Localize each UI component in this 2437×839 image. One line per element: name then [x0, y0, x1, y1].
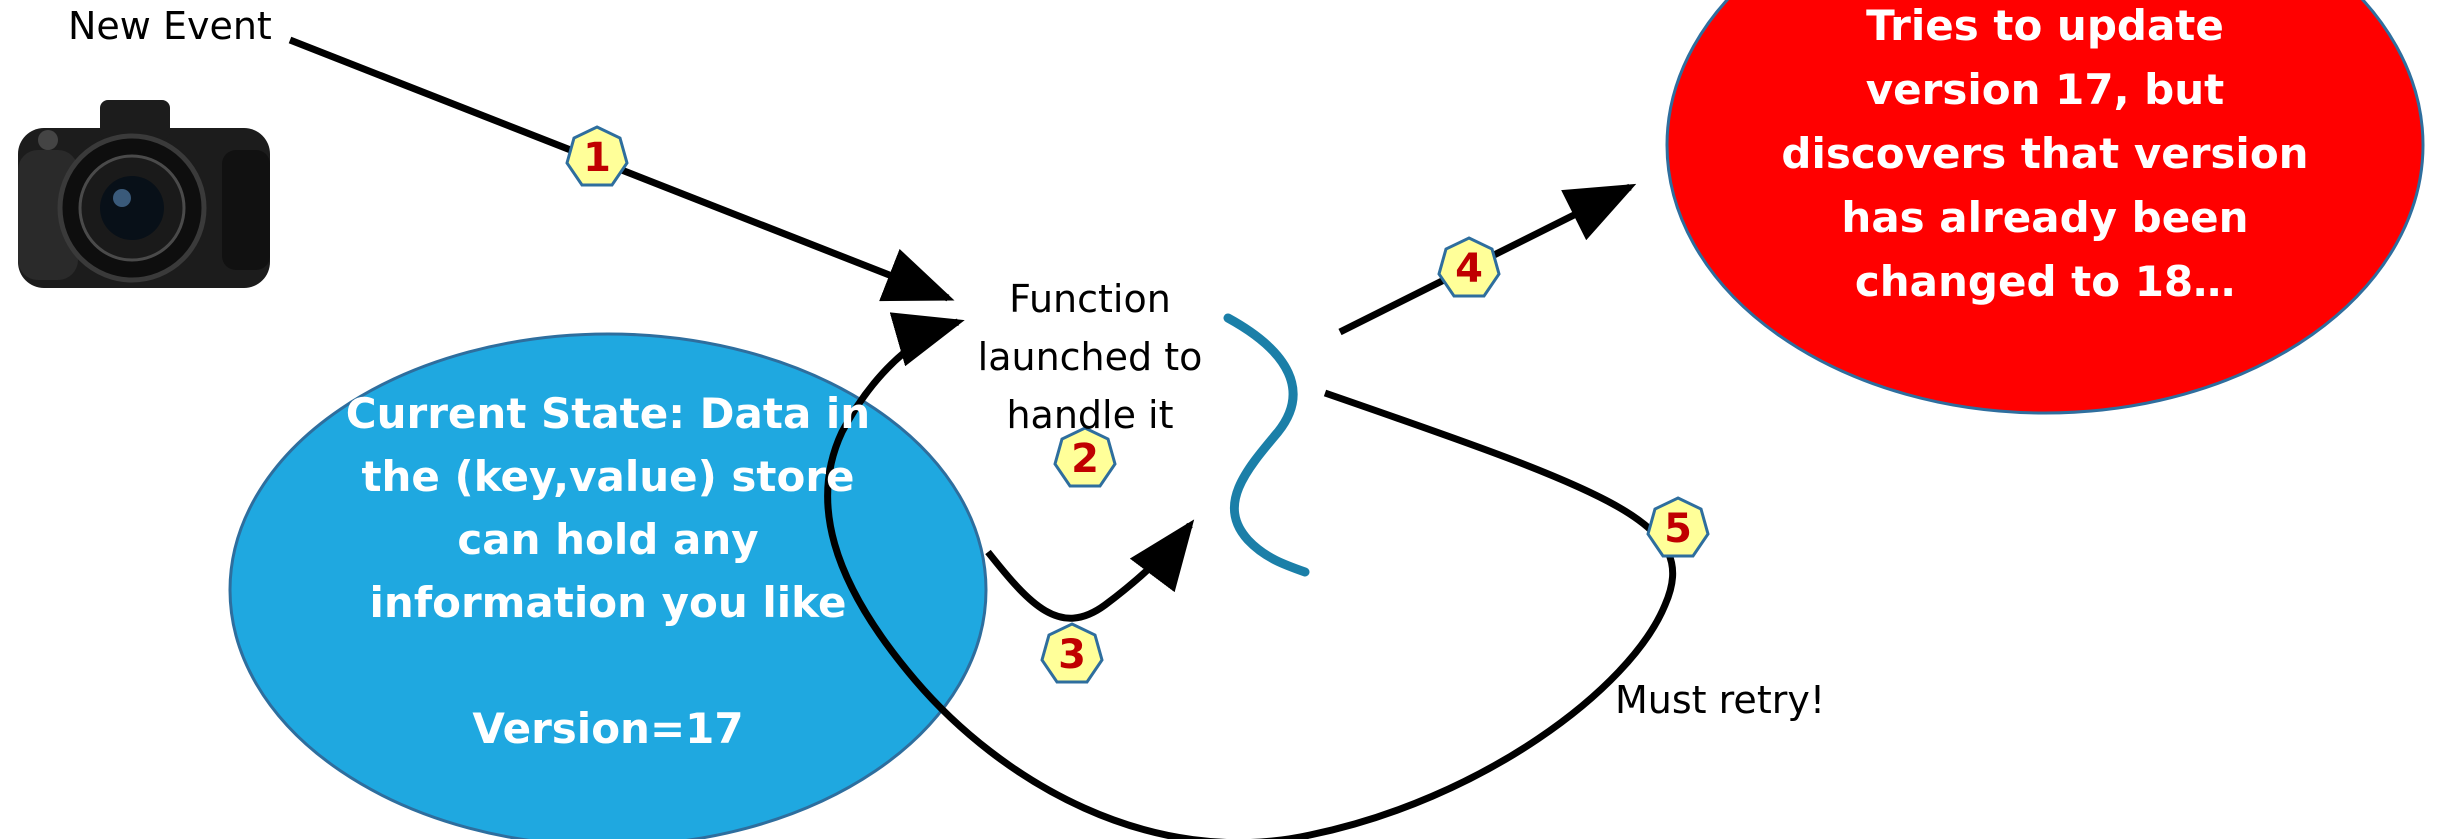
- step-number-1: 1: [583, 135, 611, 181]
- function-line-1: Function: [1009, 277, 1171, 321]
- conflict-ellipse: [1665, 0, 2425, 415]
- step-number-2: 2: [1071, 436, 1099, 482]
- state-line-5: [330, 634, 886, 697]
- new-event-label: New Event: [68, 4, 272, 48]
- conflict-line-3: discovers that version: [1781, 129, 2309, 178]
- state-line-1: Current State: Data in: [345, 389, 871, 438]
- conflict-line-2: version 17, but: [1865, 65, 2225, 114]
- step-badge-5: 5: [1646, 496, 1710, 558]
- step-badge-1: 1: [565, 125, 629, 187]
- function-wave: [1223, 313, 1310, 577]
- camera-icon: [18, 100, 270, 288]
- arrow-read-state: [985, 519, 1195, 622]
- current-state-ellipse: [228, 332, 988, 839]
- must-retry-label: Must retry!: [1615, 678, 1826, 722]
- state-line-4: information you like: [369, 578, 847, 627]
- function-label: Function launched to handle it: [950, 270, 1230, 444]
- function-line-2: launched to: [977, 335, 1203, 379]
- step-badge-2: 2: [1053, 426, 1117, 488]
- step-badge-3: 3: [1040, 622, 1104, 684]
- conflict-line-5: changed to 18…: [1854, 257, 2236, 306]
- step-number-4: 4: [1455, 246, 1483, 292]
- step-badge-4: 4: [1437, 236, 1501, 298]
- function-line-3: handle it: [1006, 393, 1174, 437]
- conflict-text: Tries to update version 17, but discover…: [1760, 0, 2330, 314]
- step-number-3: 3: [1058, 632, 1086, 678]
- current-state-text: Current State: Data in the (key,value) s…: [330, 382, 886, 760]
- state-line-2: the (key,value) store: [361, 452, 855, 501]
- conflict-line-4: has already been: [1841, 193, 2249, 242]
- conflict-line-1: Tries to update: [1866, 1, 2224, 50]
- step-number-5: 5: [1664, 506, 1692, 552]
- state-line-3: can hold any: [457, 515, 759, 564]
- state-version: Version=17: [472, 704, 744, 753]
